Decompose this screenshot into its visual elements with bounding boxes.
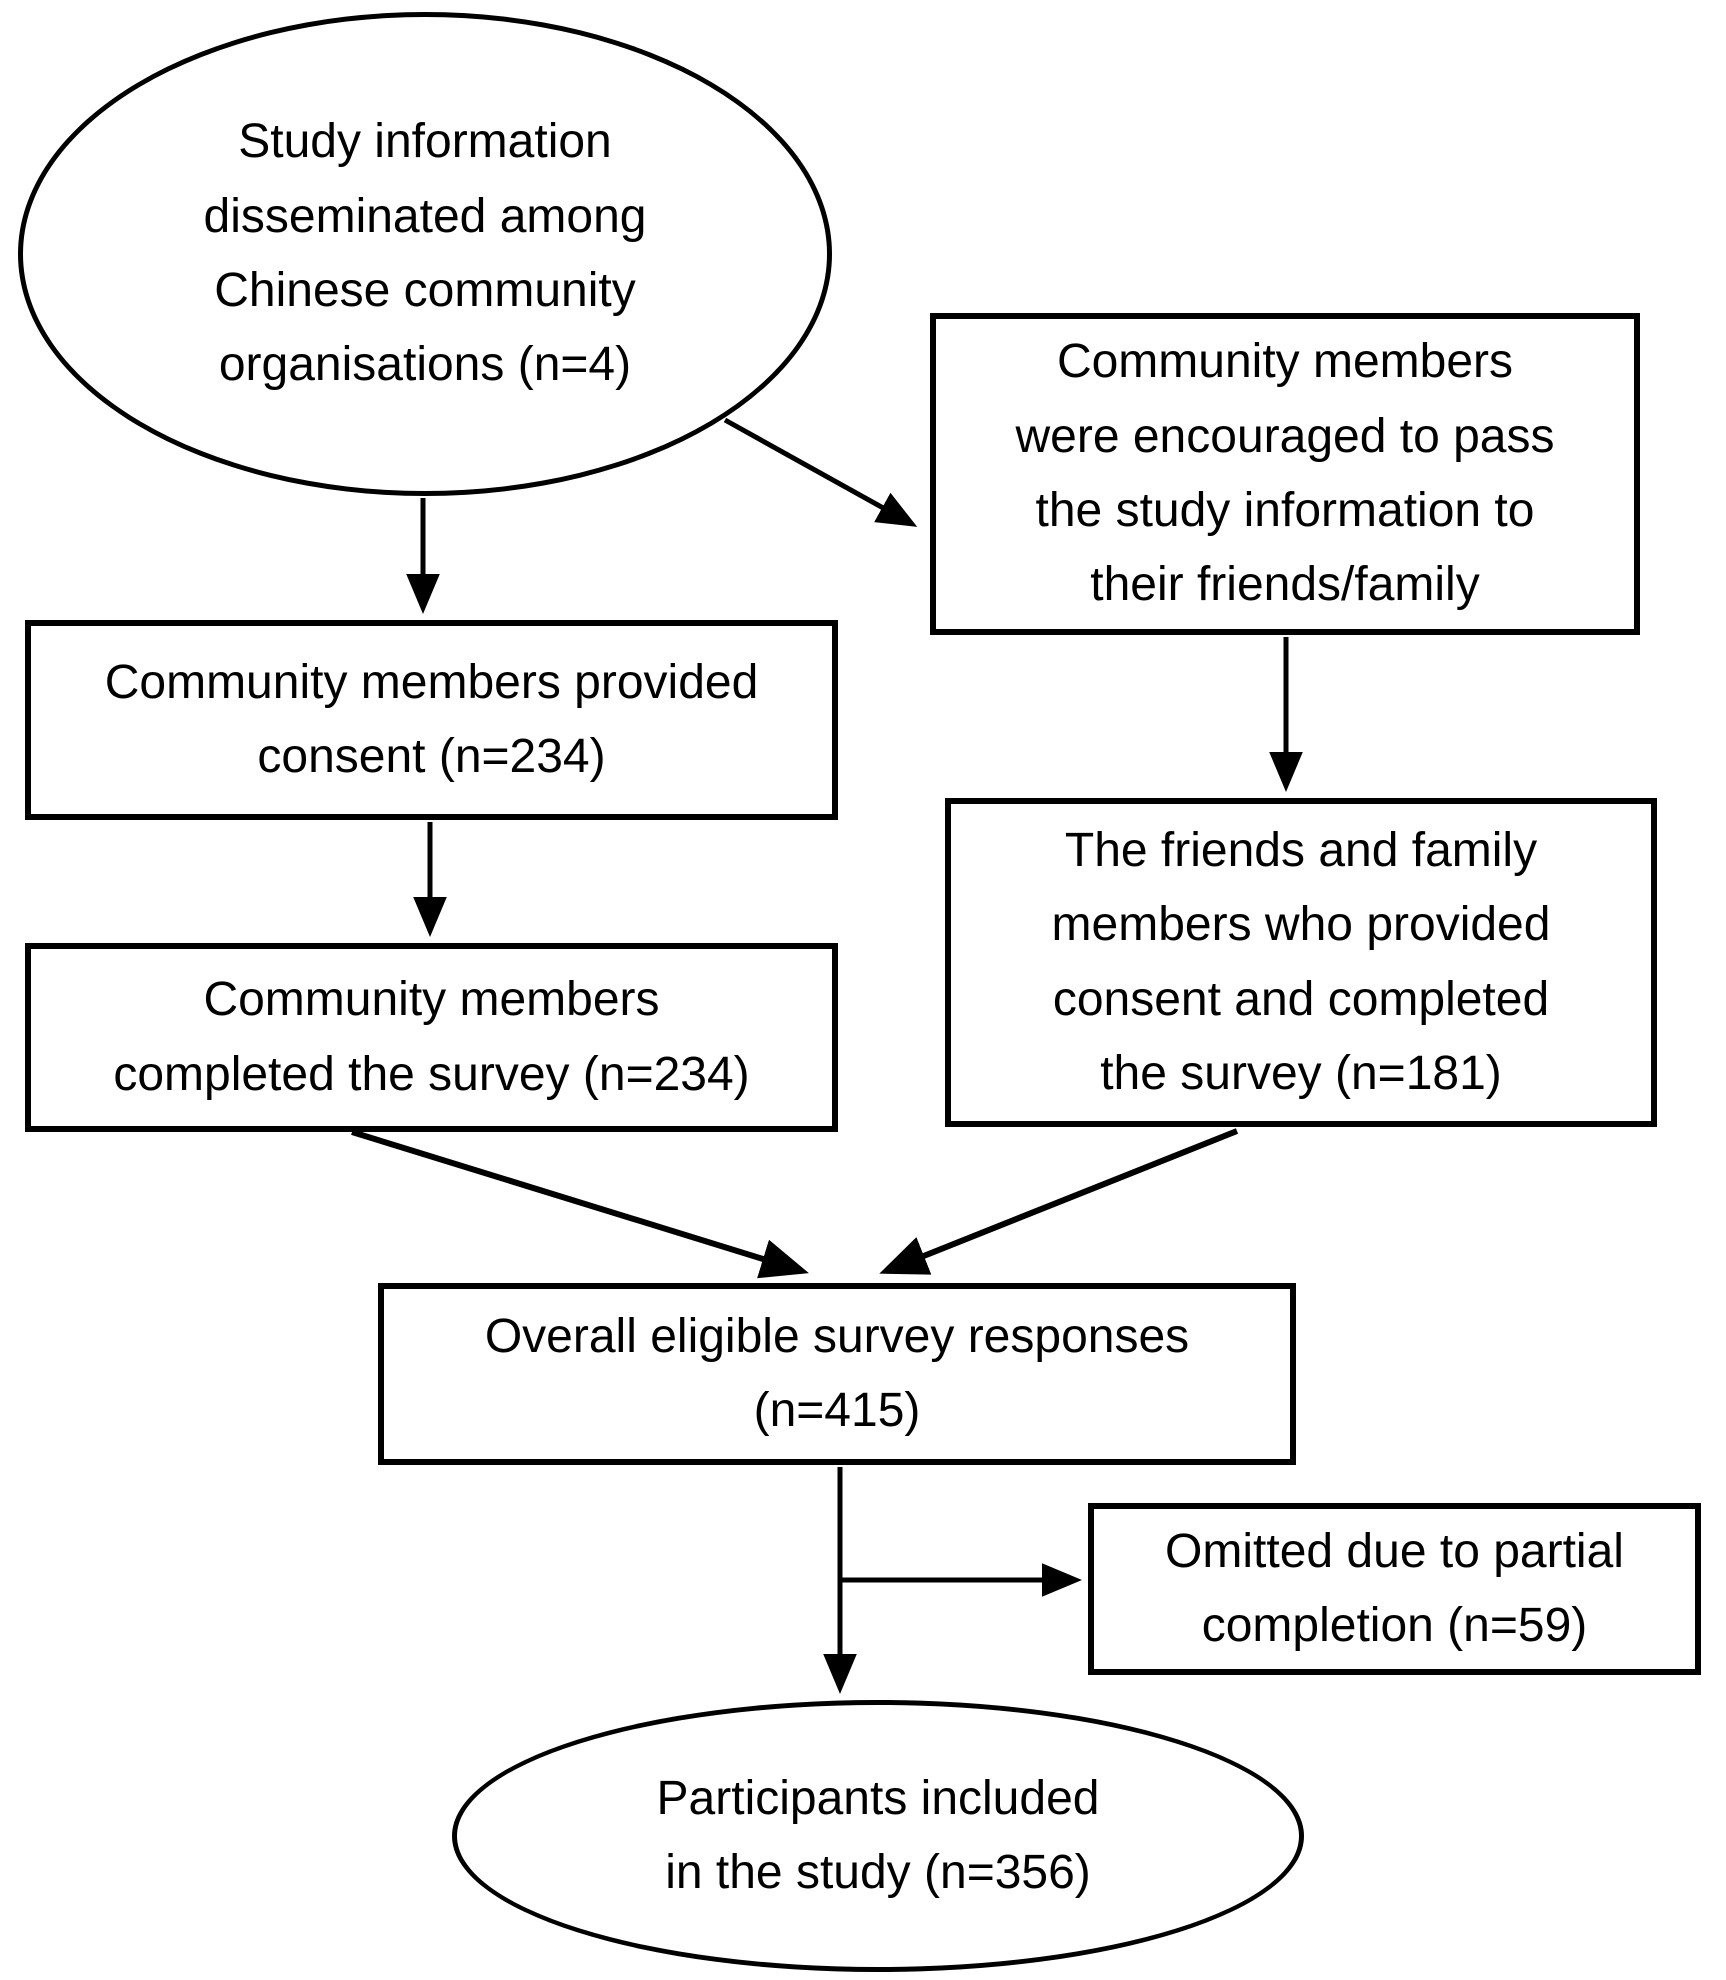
node-disseminated: Study information disseminated among Chi…	[18, 12, 832, 496]
node-omitted: Omitted due to partial completion (n=59)	[1088, 1503, 1701, 1675]
node-consent: Community members provided consent (n=23…	[25, 620, 838, 820]
node-overall-label: Overall eligible survey responses (n=415…	[484, 1309, 1190, 1437]
node-friends-family: The friends and family members who provi…	[945, 798, 1657, 1127]
arrow-completed-to-overall	[351, 1129, 809, 1279]
node-completed-label: Community members completed the survey (…	[113, 973, 750, 1101]
node-included-label: Participants included in the study (n=35…	[656, 1771, 1100, 1899]
node-completed: Community members completed the survey (…	[25, 943, 838, 1132]
arrow-disseminated-to-pass-along	[723, 417, 918, 527]
node-included: Participants included in the study (n=35…	[452, 1700, 1304, 1972]
node-pass-along: Community members were encouraged to pas…	[930, 313, 1640, 635]
arrow-friends-family-to-overall	[879, 1128, 1239, 1275]
node-consent-label: Community members provided consent (n=23…	[104, 655, 759, 783]
node-friends-family-label: The friends and family members who provi…	[1051, 823, 1551, 1100]
node-disseminated-label: Study information disseminated among Chi…	[203, 115, 647, 392]
node-overall: Overall eligible survey responses (n=415…	[378, 1283, 1296, 1465]
node-pass-along-label: Community members were encouraged to pas…	[1015, 335, 1555, 612]
node-omitted-label: Omitted due to partial completion (n=59)	[1165, 1524, 1624, 1652]
